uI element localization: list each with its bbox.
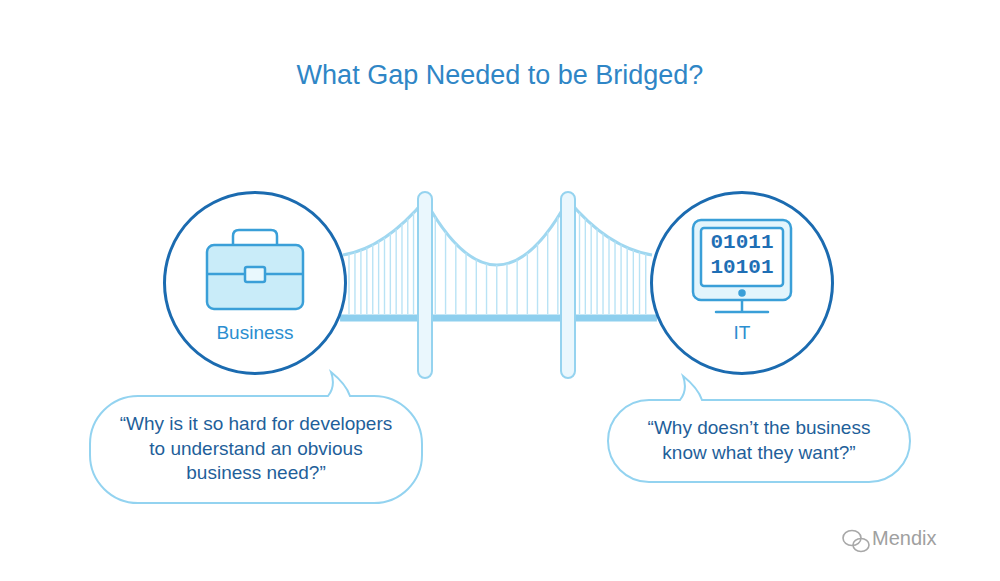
bridge-hanger xyxy=(608,238,609,314)
binary-digits: 10101 xyxy=(710,257,773,278)
bridge-hanger xyxy=(596,229,597,314)
bridge-hanger xyxy=(506,264,507,314)
bridge-cable xyxy=(425,200,568,265)
bridge-tower xyxy=(561,192,575,378)
bridge-hanger xyxy=(395,229,396,314)
circle-border xyxy=(165,193,346,374)
speech-bubble: “Why is it so hard for developers to und… xyxy=(90,396,422,503)
bridge-hanger xyxy=(639,252,640,314)
node-label: Business xyxy=(163,321,347,346)
bridge-hanger xyxy=(645,254,646,314)
bridge-hanger xyxy=(626,248,627,314)
node-label: IT xyxy=(650,321,834,346)
bridge-hanger xyxy=(465,253,466,314)
bridge-deck xyxy=(340,315,657,322)
bridge-hanger xyxy=(516,260,517,314)
circle-node: IT xyxy=(650,191,834,375)
monitor-icon xyxy=(693,220,791,312)
circle-node: Business xyxy=(163,191,347,375)
bubble-border xyxy=(608,376,910,482)
watermark: Mendix xyxy=(872,528,936,548)
bridge-hanger xyxy=(585,219,586,314)
bridge-hanger xyxy=(602,234,603,314)
diagram-title: What Gap Needed to be Bridged? xyxy=(0,60,1000,91)
bridge-hanger xyxy=(390,234,391,314)
bubble-border xyxy=(90,372,422,503)
bridge-hanger xyxy=(372,245,373,314)
circle-outline xyxy=(650,191,834,375)
bridge-hanger xyxy=(378,241,379,314)
bridge-hanger xyxy=(360,250,361,314)
bridge-hanger xyxy=(455,244,456,314)
bubble-outline xyxy=(608,400,910,482)
circle-outline xyxy=(163,191,347,375)
bridge-hanger xyxy=(366,248,367,314)
bridge-hanger xyxy=(590,224,591,314)
bridge-hanger xyxy=(413,213,414,314)
bridge-hanger xyxy=(579,213,580,314)
wechat-icon xyxy=(843,531,869,552)
binary-digits: 01011 xyxy=(710,232,773,253)
speech-bubble: “Why doesn’t the business know what they… xyxy=(608,400,910,482)
bridge-hanger xyxy=(496,265,497,314)
briefcase-icon xyxy=(207,230,303,309)
bridge-hanger xyxy=(537,244,538,314)
speech-text: “Why is it so hard for developers to und… xyxy=(90,412,422,486)
bridge-hanger xyxy=(633,250,634,314)
bridge-hanger xyxy=(435,217,436,314)
bridge-tower xyxy=(418,192,432,378)
bridge-hanger xyxy=(476,260,477,314)
bridge-hanger xyxy=(527,253,528,314)
bridge-hanger xyxy=(547,232,548,314)
bridge-hanger xyxy=(407,219,408,314)
circle-border xyxy=(652,193,833,374)
bridge-hanger xyxy=(401,224,402,314)
bridge-hanger xyxy=(348,254,349,314)
bridge-hanger xyxy=(445,232,446,314)
bridge-hanger xyxy=(384,238,385,314)
bridge-hanger xyxy=(620,245,621,314)
bridge-cable xyxy=(568,200,652,255)
bridge-hanger xyxy=(614,241,615,314)
speech-text: “Why doesn’t the business know what they… xyxy=(608,416,910,465)
bridge-cables xyxy=(343,200,652,314)
bridge-hanger xyxy=(557,217,558,314)
bridge-hanger xyxy=(486,264,487,314)
bridge-hanger xyxy=(354,252,355,314)
